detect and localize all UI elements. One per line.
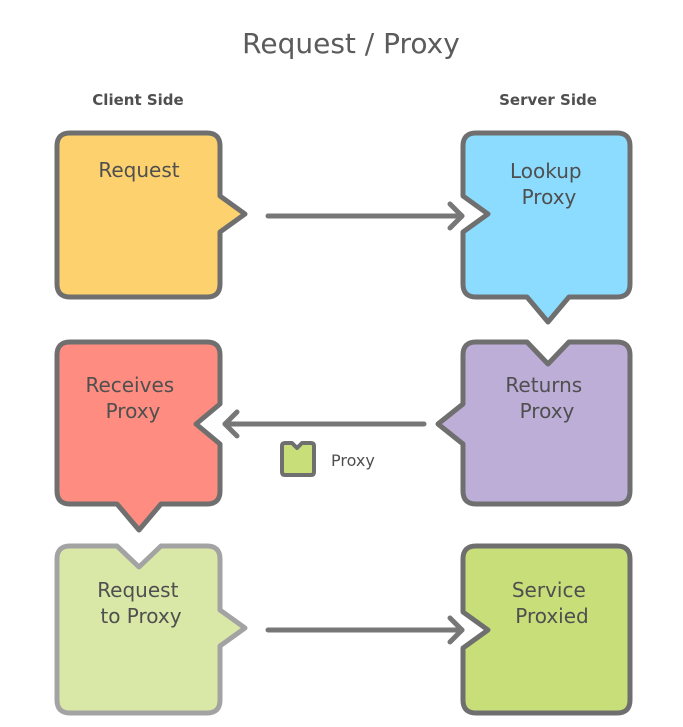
- receives-proxy-line-2: Proxy: [106, 399, 161, 423]
- arrow-request-to-service: [265, 615, 465, 645]
- proxy-legend-label: Proxy: [331, 451, 375, 470]
- server-side-label: Server Side: [499, 91, 597, 109]
- service-proxied-line-1: Service: [512, 578, 586, 602]
- service-proxied-line-2: Proxied: [515, 604, 589, 628]
- lookup-proxy-line-1: Lookup: [510, 159, 582, 183]
- returns-proxy-line-2: Proxy: [520, 399, 575, 423]
- request-to-proxy-label: Request to Proxy: [97, 578, 185, 628]
- request-to-proxy-line-2: to Proxy: [100, 604, 181, 628]
- request-to-proxy-box: Request to Proxy: [54, 543, 248, 716]
- returns-proxy-label: Returns Proxy: [505, 373, 588, 423]
- proxy-legend: Proxy: [280, 441, 375, 477]
- client-side-label: Client Side: [92, 91, 183, 109]
- receives-proxy-box: Receives Proxy: [54, 339, 223, 533]
- returns-proxy-line-1: Returns: [505, 373, 582, 397]
- request-box-line-1: Request: [98, 158, 179, 182]
- lookup-proxy-label: Lookup Proxy: [510, 159, 588, 209]
- returns-proxy-box: Returns Proxy: [435, 339, 633, 507]
- service-proxied-label: Service Proxied: [512, 578, 592, 628]
- lookup-proxy-line-2: Proxy: [522, 185, 577, 209]
- diagram-title: Request / Proxy: [242, 27, 460, 60]
- receives-proxy-line-1: Receives: [85, 373, 174, 397]
- request-box: Request: [54, 130, 248, 300]
- arrow-request-to-lookup: [265, 201, 465, 231]
- request-box-label: Request: [98, 158, 179, 182]
- service-proxied-box: Service Proxied: [460, 543, 633, 716]
- receives-proxy-label: Receives Proxy: [85, 373, 180, 423]
- proxy-legend-swatch: [280, 441, 316, 477]
- lookup-proxy-box: Lookup Proxy: [460, 130, 633, 325]
- request-to-proxy-line-1: Request: [97, 578, 178, 602]
- arrow-returns-to-receives: [222, 409, 427, 439]
